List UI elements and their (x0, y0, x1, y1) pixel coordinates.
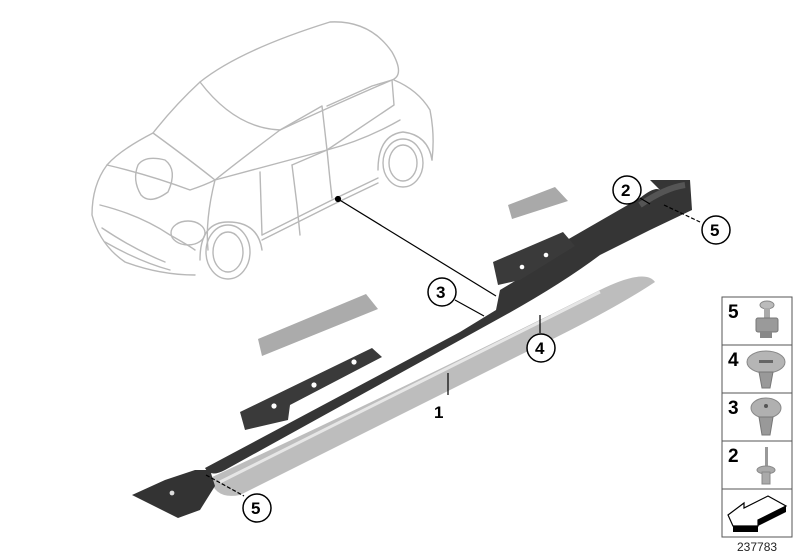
svg-text:5: 5 (728, 302, 739, 323)
fastener-legend: 5 4 3 2 (721, 296, 793, 538)
car-outline-illustration (91, 21, 434, 280)
svg-text:5: 5 (710, 221, 719, 240)
callout-5-rear: 5 (701, 215, 731, 245)
legend-item-5: 5 (728, 300, 779, 338)
svg-text:4: 4 (728, 350, 739, 371)
svg-text:3: 3 (728, 398, 739, 419)
screw-clip-icon (759, 300, 775, 310)
legend-item-direction-arrow (727, 495, 788, 532)
svg-text:4: 4 (535, 339, 545, 358)
legend-item-2: 2 (728, 446, 776, 485)
legend-item-4: 4 (728, 350, 786, 389)
legend-item-3: 3 (728, 397, 782, 436)
svg-text:2: 2 (621, 181, 630, 200)
rocker-panel-part-1 (132, 180, 692, 518)
diagram-reference-number: 237783 (737, 540, 778, 554)
leader-lines (205, 195, 701, 497)
callout-1: 1 (434, 403, 443, 422)
blind-rivet-icon (765, 447, 768, 467)
pad-front (258, 294, 378, 356)
svg-text:2: 2 (728, 446, 739, 467)
callout-4: 4 (526, 333, 556, 363)
adhesive-pads (258, 187, 568, 356)
callout-5-front: 5 (242, 493, 272, 523)
svg-text:1: 1 (434, 403, 443, 422)
pad-rear (508, 187, 568, 219)
svg-text:5: 5 (251, 499, 260, 518)
svg-text:3: 3 (436, 283, 445, 302)
callout-2: 2 (612, 175, 642, 205)
callout-3: 3 (427, 277, 457, 307)
